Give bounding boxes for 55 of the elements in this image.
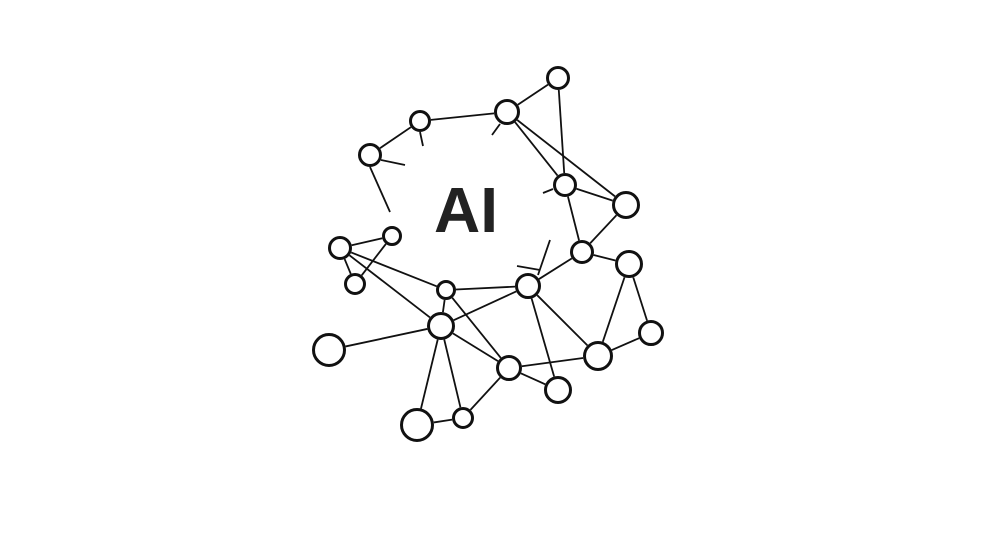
connector-line	[379, 126, 412, 149]
network-node	[382, 226, 402, 246]
network-node	[312, 333, 346, 367]
network-node	[544, 376, 572, 404]
connector-line	[350, 252, 438, 288]
network-node	[638, 320, 664, 346]
connector-line	[602, 276, 626, 342]
network-node	[553, 173, 577, 197]
connector-line	[538, 258, 572, 280]
connector-line	[567, 196, 580, 241]
network-node	[496, 355, 522, 381]
connector-line	[576, 188, 613, 202]
network-node	[615, 250, 643, 278]
connector-line	[452, 297, 502, 358]
connector-line	[536, 294, 588, 346]
connector-line	[453, 290, 517, 321]
connector-line	[470, 376, 501, 411]
network-node	[436, 280, 456, 300]
network-node	[427, 312, 455, 340]
connector-line	[514, 122, 558, 176]
network-node	[515, 273, 541, 299]
network-node	[612, 191, 640, 219]
connector-line	[632, 277, 648, 321]
network-node	[452, 407, 474, 429]
connector-line	[590, 214, 618, 244]
center-heading: AI	[434, 178, 498, 242]
connector-line	[348, 254, 430, 318]
connector-line	[344, 258, 352, 274]
network-node	[570, 240, 594, 264]
connector-line	[558, 90, 566, 174]
connector-line	[434, 418, 452, 424]
connector-line	[593, 254, 616, 262]
connector-line	[443, 339, 462, 408]
connector-line	[522, 357, 584, 368]
connector-line	[442, 300, 446, 312]
connector-line	[345, 328, 428, 348]
network-node	[409, 110, 431, 132]
connector-line	[430, 112, 494, 121]
connector-line	[361, 243, 387, 276]
network-node	[358, 143, 382, 167]
network-node	[328, 236, 352, 260]
network-node	[344, 273, 366, 295]
connector-line	[452, 332, 498, 362]
connector-line	[517, 84, 549, 106]
connector-line	[420, 339, 439, 409]
connector-line	[611, 337, 640, 351]
connector-line	[456, 286, 516, 290]
connector-line	[530, 298, 555, 377]
network-node	[494, 99, 520, 125]
connector-line	[352, 237, 382, 246]
network-node	[546, 66, 570, 90]
connector-line	[516, 119, 616, 198]
connector-line	[520, 372, 546, 386]
network-node	[400, 408, 434, 442]
network-node	[583, 341, 613, 371]
